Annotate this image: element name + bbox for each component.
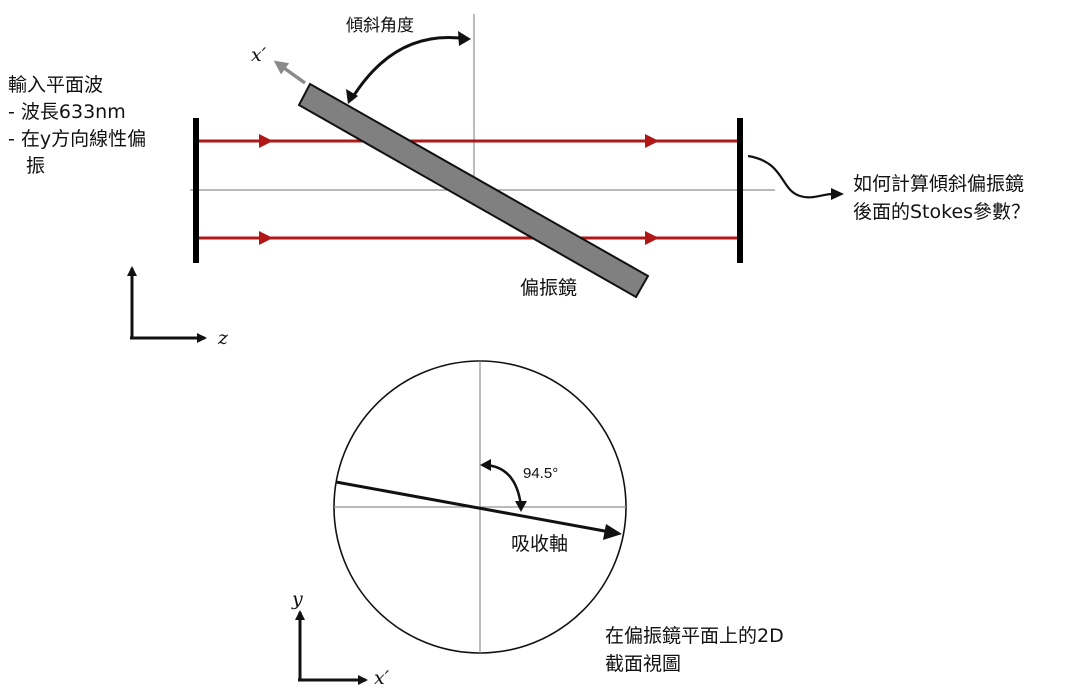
stokes-question-line1: 如何計算傾斜偏振鏡 xyxy=(853,173,1025,195)
absorption-axis-label: 吸收軸 xyxy=(511,533,569,555)
x-prime-axis-label-bottom: x′ xyxy=(374,667,390,689)
z-axis-label: z xyxy=(218,327,229,349)
lower-beam xyxy=(196,231,740,245)
tilted-polarizer xyxy=(297,82,650,299)
stokes-question-line2: 後面的Stokes參數？ xyxy=(853,201,1031,223)
polarizer-label: 偏振鏡 xyxy=(520,277,578,299)
tilt-angle-arc xyxy=(349,36,468,101)
bottom-coordinate-axes xyxy=(295,610,368,685)
input-wave-wavelength: - 波長633nm xyxy=(8,101,126,123)
x-prime-direction-arrow xyxy=(273,60,307,85)
upper-beam xyxy=(196,134,740,148)
y-axis-label: y xyxy=(292,588,303,610)
absorption-axis-arrow xyxy=(335,480,611,534)
question-connector xyxy=(747,154,834,199)
cross-section-caption-line1: 在偏振鏡平面上的2D xyxy=(605,625,784,647)
angle-arc xyxy=(483,463,523,507)
input-wave-title: 輸入平面波 xyxy=(8,74,104,96)
stokes-question: 如何計算傾斜偏振鏡 後面的Stokes參數？ xyxy=(853,170,1030,226)
input-wave-polarization-cont: 振 xyxy=(26,155,46,177)
cross-section-caption-line2: 截面視圖 xyxy=(605,653,682,675)
input-wave-polarization: - 在y方向線性偏 xyxy=(8,128,147,150)
top-coordinate-axes xyxy=(127,266,207,343)
x-prime-axis-label-top: x′ xyxy=(251,44,267,66)
cross-section-caption: 在偏振鏡平面上的2D 截面視圖 xyxy=(605,622,784,678)
tilt-angle-label: 傾斜角度 xyxy=(346,16,414,36)
input-wave-description: 輸入平面波 - 波長633nm - 在y方向線性偏 振 xyxy=(8,72,188,180)
angle-value-label: 94.5° xyxy=(523,465,559,482)
